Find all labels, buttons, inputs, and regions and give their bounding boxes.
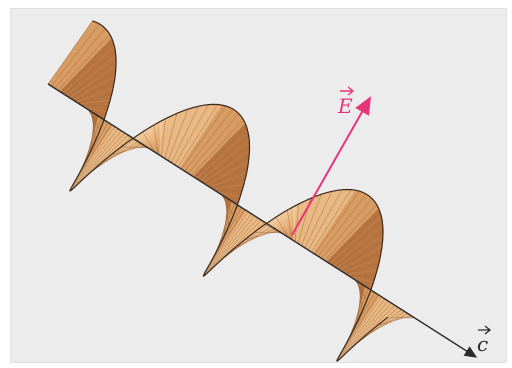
propagation-label: c — [477, 326, 490, 356]
field-label-text: E — [337, 94, 353, 118]
field-label: E — [337, 87, 353, 118]
propagation-label-text: c — [477, 332, 488, 356]
propagation-axis — [48, 84, 476, 357]
